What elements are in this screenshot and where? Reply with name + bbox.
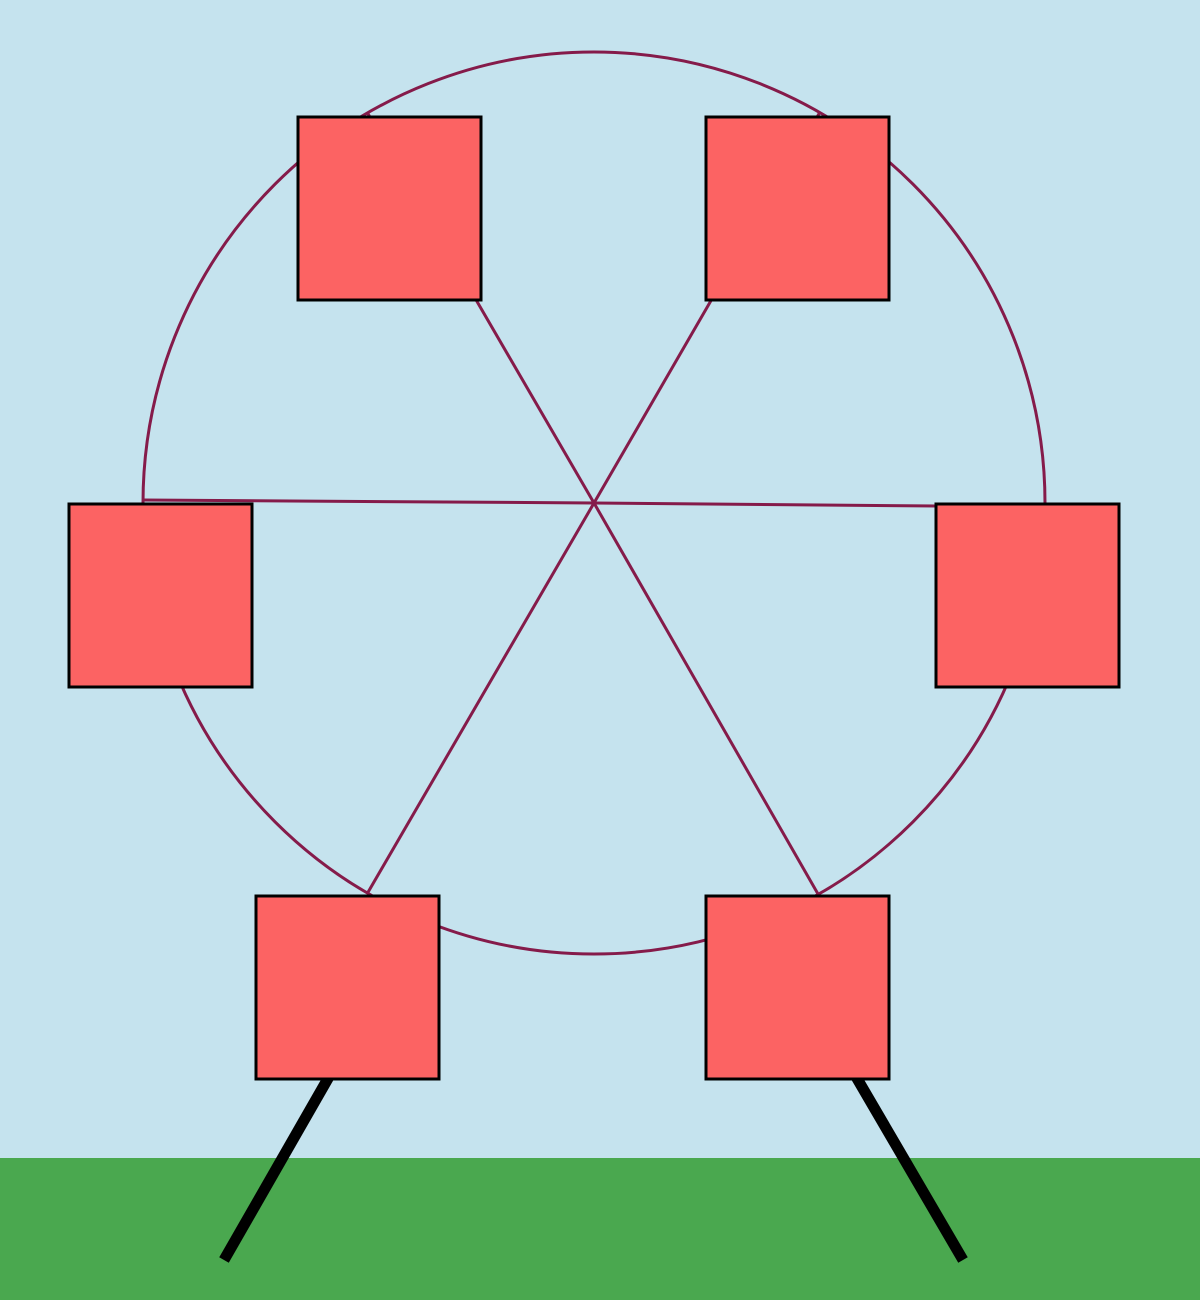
wheel-spoke (593, 501, 938, 508)
cabin-top-left (296, 115, 483, 302)
cabins (67, 115, 1121, 1081)
cabin-bottom-right (704, 894, 891, 1081)
ground (0, 1158, 1200, 1300)
wheel-spoke (365, 502, 596, 895)
wheel-spoke (142, 498, 595, 505)
cabin-bottom-left (254, 894, 441, 1081)
cabin-top-right (704, 115, 891, 302)
support-legs (219, 1072, 968, 1263)
right-leg (850, 1072, 968, 1263)
cabin-left (67, 502, 254, 689)
wheel-spoke (592, 502, 820, 895)
cabin-right (934, 502, 1121, 689)
left-leg (219, 1072, 335, 1263)
